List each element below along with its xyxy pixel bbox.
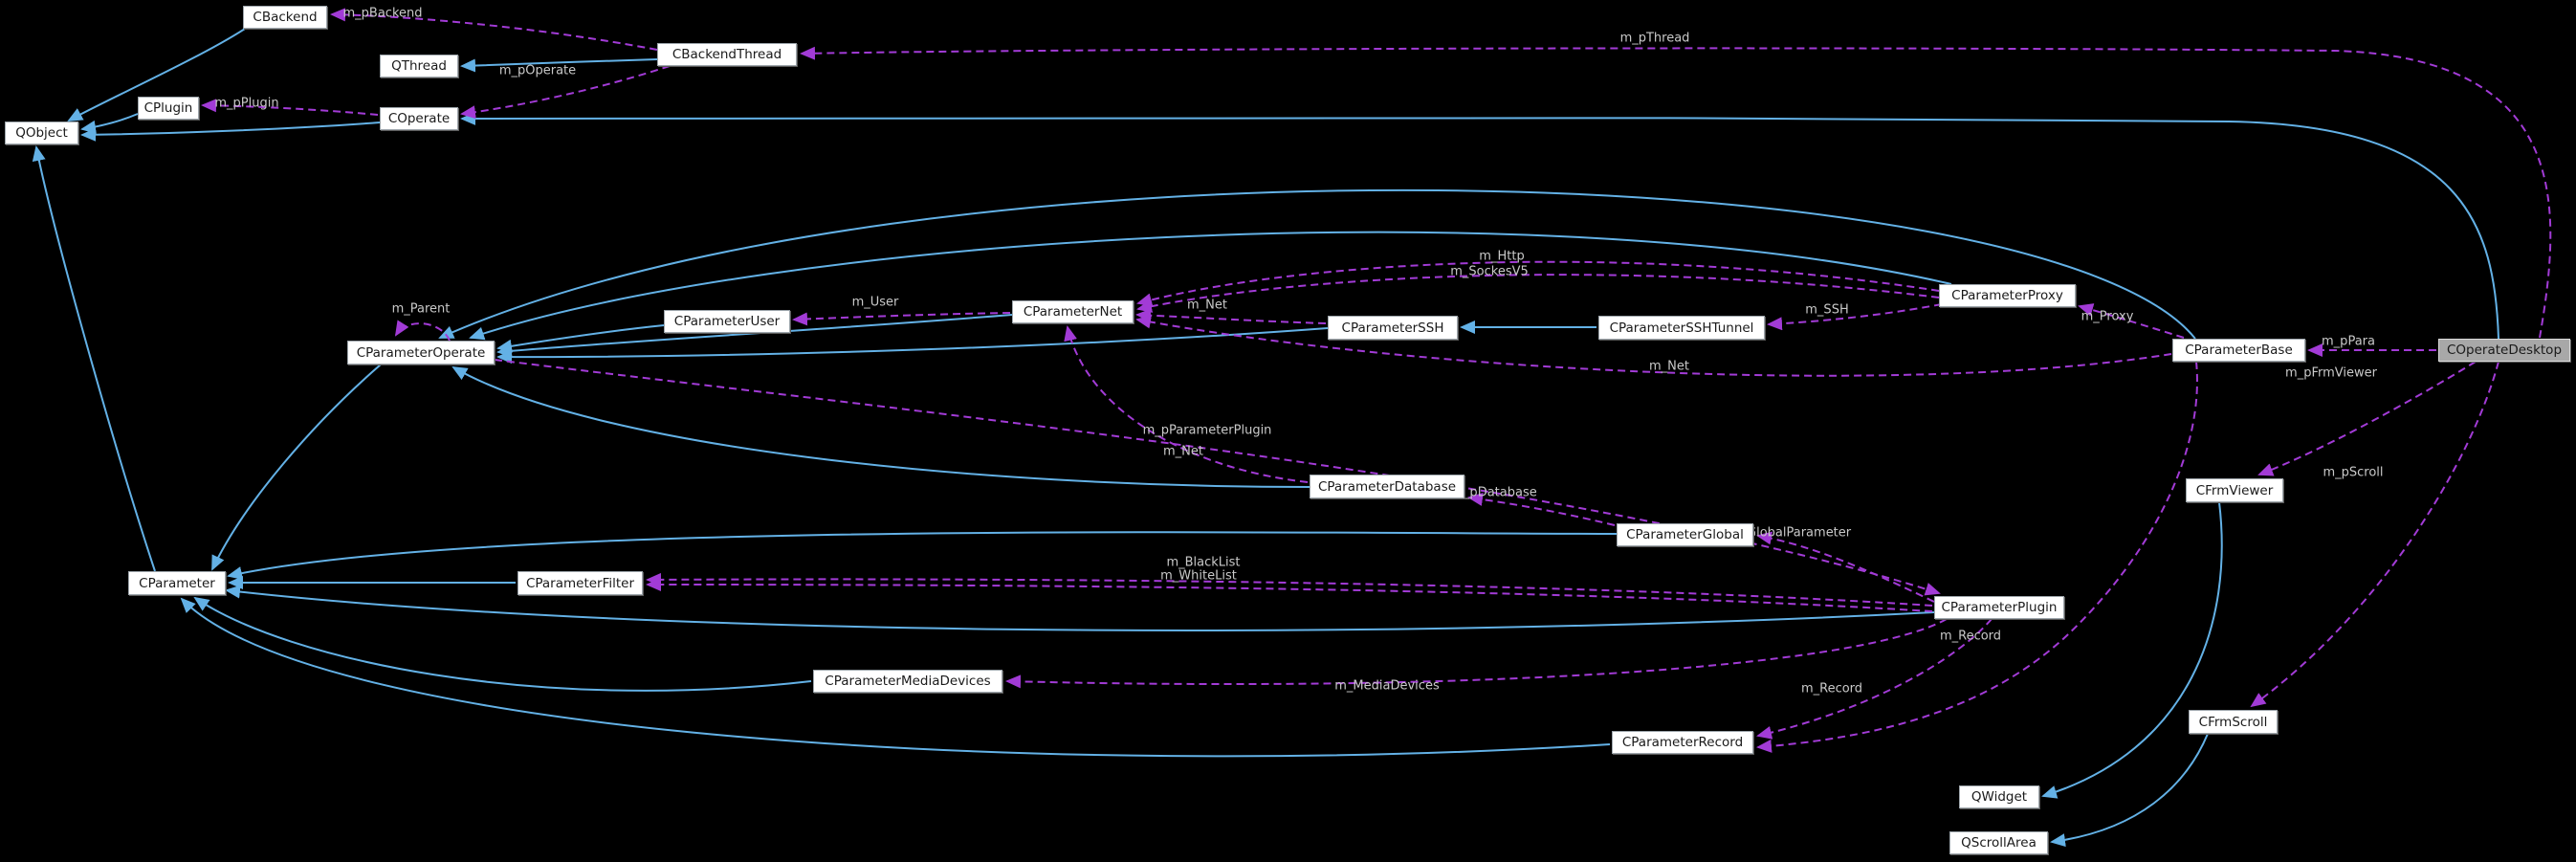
edge-CBackendThread-to-CBackend xyxy=(330,8,658,51)
edge-COperateDesktop-to-COperate xyxy=(460,111,2499,340)
edge-CParameterBase-to-CParameterNet xyxy=(1135,315,2172,377)
edge-CParameterProxy-to-CParameterNet xyxy=(1136,260,1940,307)
edge-CParameterOperate-to-CParameterOperate xyxy=(394,320,451,342)
edge-CBackend-to-QObject xyxy=(67,28,246,122)
edge-CParameterGlobal-to-CParameter xyxy=(227,531,1618,580)
edge-CParameterNet-to-CParameterUser xyxy=(792,312,1011,326)
edge-COperateDesktop-to-CFrmViewer xyxy=(2257,361,2477,476)
class-node-CParameterDatabase[interactable]: CParameterDatabase xyxy=(1310,475,1464,498)
edge-COperateDesktop-to-CFrmScroll xyxy=(2250,361,2499,708)
edge-CBackendThread-to-QThread xyxy=(460,58,658,73)
class-node-QThread[interactable]: QThread xyxy=(380,55,458,77)
edge-CParameterPlugin-to-CParameterGlobal xyxy=(1756,531,1935,603)
edge-CParameterPlugin-to-CParameterFilter xyxy=(646,572,1933,607)
edge-CParameterGlobal-to-CParameterDatabase xyxy=(1467,493,1616,526)
class-node-QObject[interactable]: QObject xyxy=(5,122,78,144)
class-node-CParameterSSHTunnel[interactable]: CParameterSSHTunnel xyxy=(1598,316,1765,340)
edge-CParameterOperate-to-CParameter xyxy=(211,364,382,571)
class-node-CFrmScroll[interactable]: CFrmScroll xyxy=(2189,710,2278,734)
edge-CParameterPlugin-to-CParameterMediaDevices xyxy=(1005,618,1948,689)
edge-CParameterSSH-to-CParameterOperate xyxy=(496,327,1329,365)
class-node-CParameterRecord[interactable]: CParameterRecord xyxy=(1612,731,1753,754)
class-node-CParameterPlugin[interactable]: CParameterPlugin xyxy=(1934,596,2064,619)
edge-CParameterOperate-to-CParameterPlugin xyxy=(494,359,1941,596)
class-node-CBackend[interactable]: CBackend xyxy=(243,6,327,29)
edge-CParameterDatabase-to-CParameterOperate xyxy=(451,366,1310,488)
class-node-CParameterFilter[interactable]: CParameterFilter xyxy=(517,571,643,595)
edge-COperate-to-QObject xyxy=(80,122,381,142)
class-node-CParameter[interactable]: CParameter xyxy=(128,571,226,595)
edge-CParameterPlugin-to-CParameter xyxy=(225,585,1935,631)
class-node-COperate[interactable]: COperate xyxy=(380,107,458,130)
edge-COperate-to-CPlugin xyxy=(201,99,379,116)
edge-CPlugin-to-QObject xyxy=(80,113,139,134)
class-node-CFrmViewer[interactable]: CFrmViewer xyxy=(2186,478,2283,502)
edge-CParameterUser-to-CParameterOperate xyxy=(496,324,665,353)
edge-CFrmScroll-to-QScrollArea xyxy=(2050,733,2209,848)
class-node-QScrollArea[interactable]: QScrollArea xyxy=(1949,831,2048,854)
edge-CParameterProxy-to-CParameterOperate xyxy=(469,231,1952,341)
edge-CParameterRecord-to-CParameter xyxy=(180,597,1611,758)
class-node-CParameterBase[interactable]: CParameterBase xyxy=(2172,339,2305,362)
edge-COperateDesktop-to-CBackendThread xyxy=(800,46,2552,339)
class-node-CParameterMediaDevices[interactable]: CParameterMediaDevices xyxy=(813,670,1002,693)
edge-CParameter-to-QObject xyxy=(32,145,156,572)
class-node-CPlugin[interactable]: CPlugin xyxy=(138,97,199,120)
class-node-CParameterSSH[interactable]: CParameterSSH xyxy=(1328,316,1458,340)
edge-CFrmViewer-to-QWidget xyxy=(2041,501,2223,799)
edge-CParameterPlugin-to-CParameterRecord xyxy=(1756,618,1993,740)
class-node-COperateDesktop[interactable]: COperateDesktop xyxy=(2438,339,2570,362)
class-node-CParameterOperate[interactable]: CParameterOperate xyxy=(347,341,495,365)
edge-CParameterNet-to-CParameterOperate xyxy=(496,314,1013,358)
edge-CParameterMediaDevices-to-CParameter xyxy=(193,596,812,692)
class-node-CBackendThread[interactable]: CBackendThread xyxy=(657,43,797,66)
class-node-CParameterUser[interactable]: CParameterUser xyxy=(664,310,790,333)
class-node-CParameterGlobal[interactable]: CParameterGlobal xyxy=(1617,523,1753,546)
edge-CParameterBase-to-CParameterProxy xyxy=(2078,303,2185,339)
edge-CParameterProxy-to-CParameterSSHTunnel xyxy=(1767,303,1943,331)
edge-CParameterBase-to-CParameterOperate xyxy=(438,188,2196,340)
class-node-QWidget[interactable]: QWidget xyxy=(1959,785,2039,808)
edge-CBackendThread-to-COperate xyxy=(460,65,671,120)
class-node-CParameterProxy[interactable]: CParameterProxy xyxy=(1939,284,2076,307)
edge-CParameterPlugin-to-CParameterFilter xyxy=(646,578,1933,612)
edge-CParameterProxy-to-CParameterNet xyxy=(1136,274,1940,313)
edge-CParameterBase-to-CParameterRecord xyxy=(1756,361,2198,753)
edge-CParameterDatabase-to-CParameterNet xyxy=(1064,325,1309,483)
edge-CParameterSSH-to-CParameterNet xyxy=(1135,308,1327,324)
class-node-CParameterNet[interactable]: CParameterNet xyxy=(1012,300,1134,323)
